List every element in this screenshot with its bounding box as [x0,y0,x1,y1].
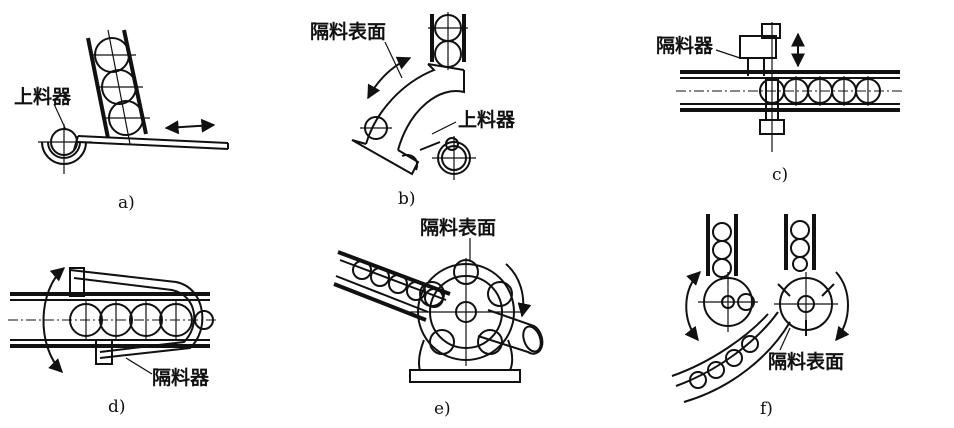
caption-f: f) [760,399,773,419]
left-tube-f [706,214,738,278]
track-d [8,292,218,348]
vertical-tube [428,12,468,70]
label-separating-surface: 隔料表面 [310,20,386,43]
rotation-arrow-f-right [835,271,850,342]
star-wheel [410,258,522,366]
caption-a: a) [118,193,135,213]
magazine-tube [86,29,150,145]
outlet-tube [477,309,544,355]
panel-f: 隔料表面 f) [671,214,850,419]
rotation-arrow-d [42,267,66,373]
label-feeder: 上料器 [14,85,72,108]
feeder-wheel [432,136,476,180]
left-star-wheel [698,272,758,332]
label-separating-surface-f: 隔料表面 [768,350,844,373]
right-tube-f [784,214,816,272]
receiving-cradle [38,124,92,174]
rotation-arrow-f-left [684,271,701,342]
label-separator-c: 隔料器 [656,34,714,57]
curved-chute-f [671,311,791,403]
panel-d: 隔料器 d) [8,267,218,417]
horizontal-track [676,70,904,112]
stop-pin [739,22,785,152]
caption-d: d) [108,397,126,417]
label-feeder-b: 上料器 [458,108,516,131]
label-separator-d: 隔料器 [152,366,210,389]
feeder-slide [73,135,229,151]
rotation-arrow-e [505,263,532,318]
base-housing [409,339,521,383]
panel-a: 上料器 a) [14,29,229,213]
panel-e: 隔料表面 e) [333,216,544,419]
label-separating-surface-e: 隔料表面 [420,216,496,239]
panel-c: 隔料器 c) [656,22,904,185]
caption-e: e) [434,399,451,419]
caption-c: c) [772,165,788,185]
swing-arrow [367,56,412,100]
stroke-arrow [164,118,216,135]
swing-separator [69,267,204,365]
incline-chute [333,250,451,322]
caption-b: b) [398,189,416,209]
right-star-wheel [774,272,838,336]
panel-b: 隔料表面 上料器 b) [310,12,516,209]
